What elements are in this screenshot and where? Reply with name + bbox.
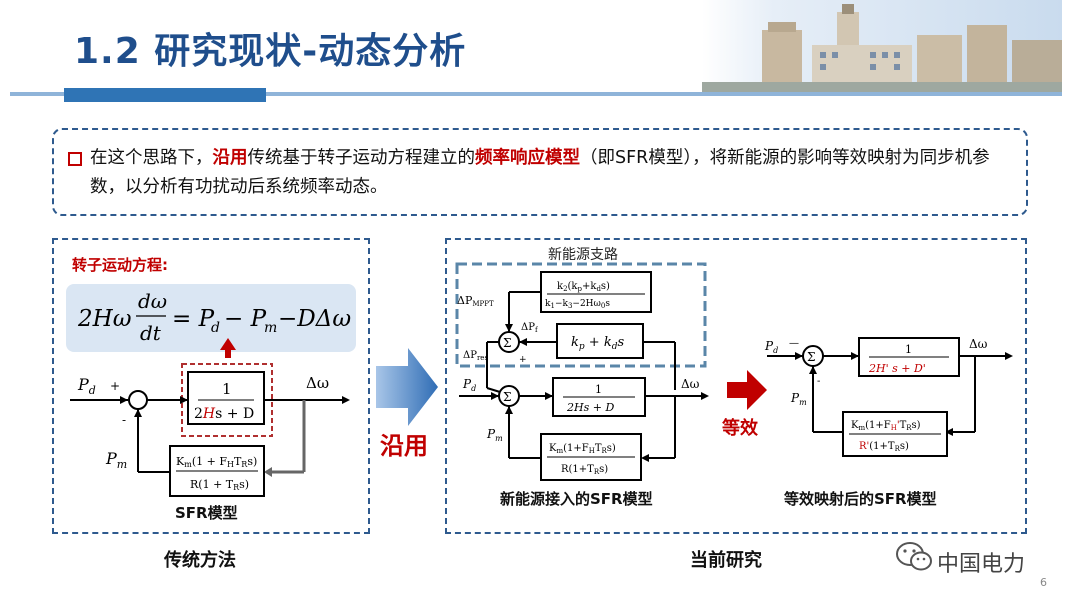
svg-text:Δω: Δω bbox=[969, 337, 988, 351]
svg-text:Δω: Δω bbox=[306, 374, 329, 392]
svg-text:Σ: Σ bbox=[807, 350, 815, 364]
traditional-method-panel bbox=[52, 238, 370, 534]
svg-text:Pd: Pd bbox=[77, 375, 96, 397]
logo-text: 中国电力 bbox=[937, 552, 1026, 577]
svg-text:Δω: Δω bbox=[681, 377, 700, 391]
svg-text:2H' s + D': 2H' s + D' bbox=[868, 362, 926, 375]
svg-text:R'(1+TRs): R'(1+TRs) bbox=[859, 441, 909, 453]
wechat-logo: 中国电力 bbox=[895, 540, 1045, 580]
svg-text:d: d bbox=[211, 320, 220, 336]
svg-text:Pd: Pd bbox=[462, 377, 476, 393]
equivalent-sfr-model-label: 等效映射后的SFR模型 bbox=[784, 490, 937, 508]
rotor-equation-box bbox=[66, 284, 356, 352]
renewable-branch-label: 新能源支路 bbox=[548, 247, 618, 263]
current-research-panel bbox=[445, 238, 1027, 534]
svg-text:= P: = P bbox=[172, 306, 215, 332]
svg-text:-: - bbox=[122, 413, 126, 427]
svg-text:ΔPf: ΔPf bbox=[521, 322, 539, 334]
svg-text:1: 1 bbox=[222, 380, 232, 398]
svg-text:R(1 + TRs): R(1 + TRs) bbox=[190, 478, 249, 492]
rotor-equation-label: 转子运动方程: bbox=[72, 256, 168, 274]
adopt-label: 沿用 bbox=[380, 432, 428, 460]
svg-text:-: - bbox=[817, 376, 820, 387]
page-number: 6 bbox=[1040, 576, 1047, 589]
bullet-square-icon bbox=[68, 152, 82, 166]
svg-text:− P: − P bbox=[224, 306, 267, 332]
campus-photo bbox=[702, 0, 1062, 92]
svg-text:Pd: Pd bbox=[764, 339, 778, 355]
svg-text:ΔPres: ΔPres bbox=[463, 350, 488, 362]
slide-title: 1.2 研究现状-动态分析 bbox=[74, 31, 467, 72]
renewable-sfr-diagram: k2(kp+kds) k1−k3−2Hω0s kp + kds Σ ΔPMPPT… bbox=[455, 262, 1013, 481]
svg-text:−DΔω: −DΔω bbox=[278, 306, 351, 332]
svg-text:Pm: Pm bbox=[486, 427, 503, 443]
intro-text: 在这个思路下，沿用传统基于转子运动方程建立的频率响应模型（即SFR模型），将新能… bbox=[90, 148, 990, 197]
svg-text:dt: dt bbox=[140, 321, 162, 345]
adopt-arrow-icon bbox=[376, 348, 438, 426]
header-divider bbox=[10, 92, 1062, 96]
svg-text:Pm: Pm bbox=[105, 449, 127, 471]
svg-text:Km(1+FHTRs): Km(1+FHTRs) bbox=[549, 443, 616, 455]
equivalent-label: 等效 bbox=[722, 418, 758, 439]
wechat-icon bbox=[896, 542, 932, 571]
svg-text:m: m bbox=[264, 320, 277, 336]
svg-text:Σ: Σ bbox=[503, 390, 511, 404]
svg-text:1: 1 bbox=[595, 383, 602, 396]
svg-text:+: + bbox=[110, 379, 120, 393]
svg-text:2Hω: 2Hω bbox=[77, 306, 132, 332]
svg-text:—: — bbox=[789, 338, 799, 349]
intro-box: 在这个思路下，沿用传统基于转子运动方程建立的频率响应模型（即SFR模型），将新能… bbox=[52, 128, 1028, 216]
svg-text:1: 1 bbox=[905, 343, 912, 356]
traditional-method-caption: 传统方法 bbox=[164, 550, 236, 571]
svg-text:Km(1+FH'TRs): Km(1+FH'TRs) bbox=[851, 420, 921, 432]
renewable-sfr-model-label: 新能源接入的SFR模型 bbox=[500, 490, 653, 508]
svg-text:ΔPMPPT: ΔPMPPT bbox=[457, 294, 494, 308]
svg-text:2Hs + D: 2Hs + D bbox=[566, 401, 614, 414]
svg-text:+: + bbox=[519, 355, 527, 365]
traditional-sfr-diagram: 2Hω dω dt = Pd − Pm −DΔω 1 2Hs + D Pd + … bbox=[66, 284, 356, 497]
rotor-equation: 2Hω dω dt = Pd − Pm −DΔω bbox=[77, 289, 351, 345]
svg-text:dω: dω bbox=[138, 289, 167, 313]
svg-text:Km(1 + FHTRs): Km(1 + FHTRs) bbox=[176, 455, 257, 469]
current-research-caption: 当前研究 bbox=[690, 550, 762, 571]
svg-text:kp + kds: kp + kds bbox=[571, 335, 624, 352]
svg-text:2Hs + D: 2Hs + D bbox=[194, 406, 254, 422]
svg-text:Σ: Σ bbox=[503, 336, 511, 350]
svg-text:Pm: Pm bbox=[790, 391, 807, 407]
sfr-model-label: SFR模型 bbox=[175, 504, 238, 522]
svg-text:k1−k3−2Hω0s: k1−k3−2Hω0s bbox=[545, 299, 610, 310]
header-accent-bar bbox=[64, 88, 266, 102]
svg-text:R(1+TRs): R(1+TRs) bbox=[561, 464, 608, 476]
